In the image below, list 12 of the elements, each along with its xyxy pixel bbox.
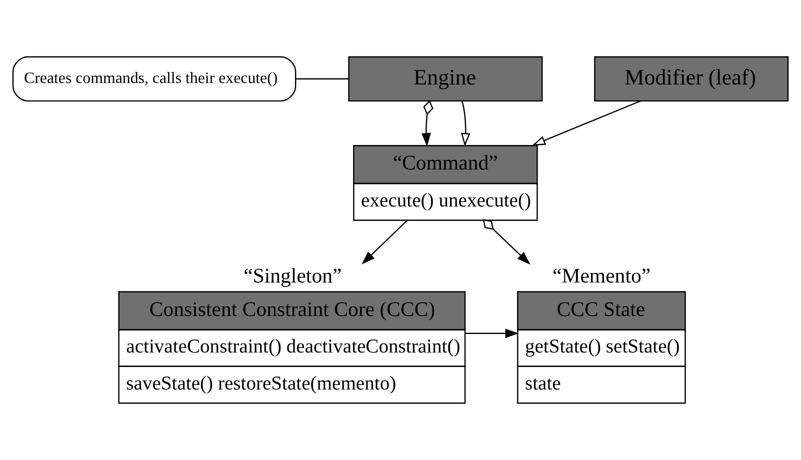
arrow [482,219,530,265]
node-box: Creates commands, calls their execute() [12,56,296,102]
arrow [362,219,408,264]
arrow [422,100,434,147]
arrow [460,100,470,147]
node-label: “Singleton” [244,264,342,288]
arrow [532,100,641,146]
node-box: Engine [348,56,543,102]
node-box: Modifier (leaf) [594,56,789,102]
node-label: “Memento” [552,264,651,288]
connector [296,78,348,80]
arrow [464,328,519,338]
